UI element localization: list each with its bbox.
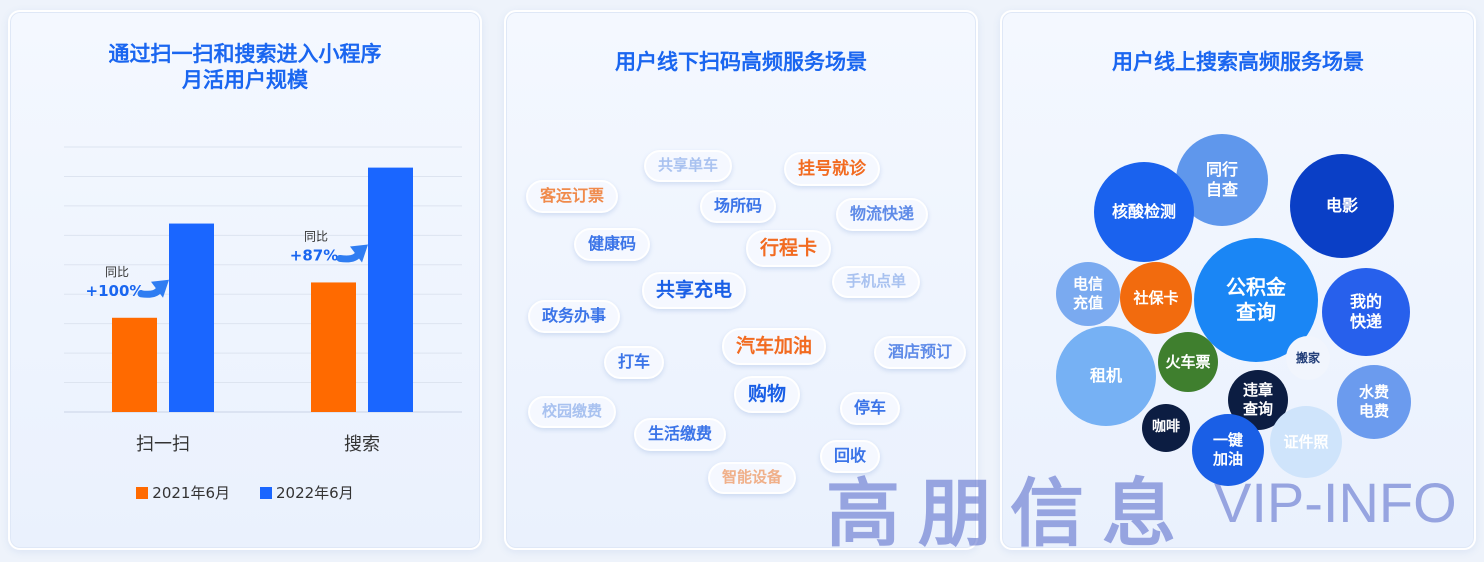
bar-0-0 (112, 317, 157, 412)
scene-tag: 共享充电 (642, 272, 747, 309)
yoy-value: +87% (290, 246, 338, 264)
scene-tag: 购物 (734, 376, 801, 413)
scene-tag: 停车 (840, 392, 901, 425)
offline-title: 用户线下扫码高频服务场景 (615, 50, 867, 74)
bar-1-1 (368, 167, 413, 412)
scene-bubble: 我的 快递 (1322, 268, 1410, 356)
x-tick-label: 扫一扫 (136, 434, 190, 455)
scene-tag: 共享单车 (644, 150, 733, 182)
scene-bubble: 社保卡 (1120, 262, 1192, 334)
x-tick-label: 搜索 (344, 434, 380, 455)
chart-title-line1: 通过扫一扫和搜索进入小程序 (108, 42, 382, 66)
bar-1-0 (311, 282, 356, 412)
scene-bubble: 火车票 (1158, 332, 1218, 392)
yoy-value: +100% (86, 282, 145, 300)
legend-label-2021: 2021年6月 (152, 484, 230, 502)
scene-bubble: 搬家 (1286, 336, 1330, 380)
offline-scan-panel: 用户线下扫码高频服务场景 共享单车 挂号就诊客运订票 场所码 物流快递健康码 行程卡共享… (504, 10, 978, 550)
scene-tag: 校园缴费 (528, 396, 617, 428)
chart-panel: 通过扫一扫和搜索进入小程序 月活用户规模 扫一扫搜索同比+100%同比+87% … (8, 10, 482, 550)
online-title: 用户线上搜索高频服务场景 (1112, 50, 1364, 74)
scene-bubble: 咖啡 (1142, 404, 1190, 452)
scene-tag: 手机点单 (832, 266, 921, 298)
legend-swatch-2022 (260, 486, 272, 499)
scene-tag: 智能设备 (708, 462, 797, 494)
scene-bubble: 电信 充值 (1056, 262, 1120, 326)
growth-arrow-head (350, 244, 368, 263)
scene-bubble: 电影 (1290, 154, 1394, 258)
scene-bubble: 证件照 (1270, 406, 1342, 478)
scene-tag: 行程卡 (746, 230, 832, 267)
scene-bubble: 水费 电费 (1337, 365, 1411, 439)
legend-label-2022: 2022年6月 (276, 484, 354, 502)
scene-tag: 生活缴费 (634, 418, 727, 451)
scene-tag: 打车 (604, 346, 665, 379)
online-search-panel: 用户线上搜索高频服务场景 同行 自查核酸检测电影电信 充值社保卡公积金 查询我的… (1000, 10, 1476, 550)
watermark-cn: 高朋信息 (826, 471, 1194, 557)
legend-item-2022: 2022年6月 (260, 482, 354, 503)
yoy-label: 同比 (105, 265, 129, 279)
scene-tag: 酒店预订 (874, 336, 967, 369)
scene-tag: 健康码 (574, 228, 651, 261)
yoy-label: 同比 (304, 229, 328, 243)
scene-tag: 回收 (820, 440, 881, 473)
scene-tag: 场所码 (700, 190, 777, 223)
watermark-en: VIP-INFO (1214, 471, 1457, 534)
bar-chart: 扫一扫 搜索 同比 +100% 同比 +87% (64, 146, 462, 455)
legend-item-2021: 2021年6月 (136, 482, 230, 503)
scene-tag: 客运订票 (526, 180, 619, 213)
scene-bubble: 租机 (1056, 326, 1156, 426)
chart-legend: 2021年6月 2022年6月 (10, 482, 480, 503)
chart-title-line2: 月活用户规模 (182, 68, 308, 92)
scene-tag: 挂号就诊 (784, 152, 880, 187)
scene-tag: 汽车加油 (722, 328, 827, 365)
growth-arrow-head (151, 279, 169, 298)
bar-0-1 (169, 223, 214, 412)
scene-tag: 政务办事 (528, 300, 621, 333)
growth-arrow-shaft (336, 250, 362, 263)
scene-bubble: 一键 加油 (1192, 414, 1264, 486)
scene-bubble: 核酸检测 (1094, 162, 1194, 262)
legend-swatch-2021 (136, 486, 149, 499)
scene-tag: 物流快递 (836, 198, 929, 231)
